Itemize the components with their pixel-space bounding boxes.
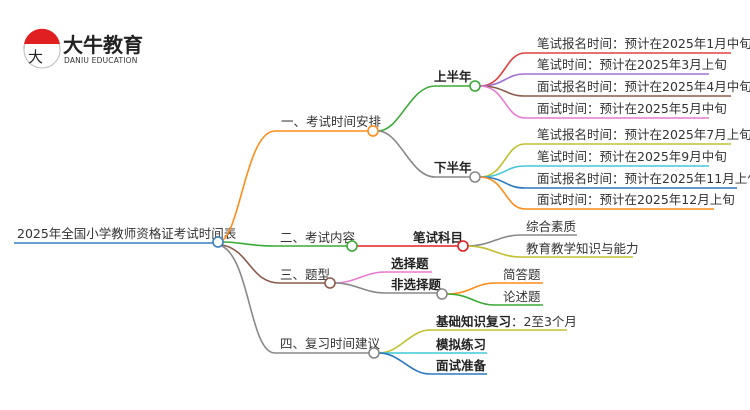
b2-node-toggle[interactable] (346, 240, 358, 252)
leaf-item[interactable]: 笔试报名时间：预计在2025年1月中旬 (537, 36, 750, 51)
root-label[interactable]: 2025年全国小学教师资格证考试时间表 (17, 226, 237, 241)
node-non-choice[interactable]: 非选择题 (391, 277, 442, 292)
written-subjects-node-toggle[interactable] (457, 240, 469, 252)
logo-mark: 大 (28, 48, 43, 66)
leaf-item[interactable]: 笔试时间：预计在2025年3月上旬 (537, 57, 727, 72)
leaf-item[interactable]: 论述题 (503, 289, 541, 304)
leaf-item[interactable]: 综合素质 (526, 219, 576, 234)
first-half-node-toggle[interactable] (469, 80, 481, 92)
branch-review-advice[interactable]: 四、复习时间建议 (280, 336, 381, 351)
leaf-item[interactable]: 基础知识复习：2至3个月 (435, 314, 577, 329)
logo: 大 大牛教育 DANIU EDUCATION (23, 28, 143, 69)
node-choice[interactable]: 选择题 (391, 256, 429, 271)
leaf-item[interactable]: 简答题 (503, 267, 541, 282)
logo-en: DANIU EDUCATION (64, 56, 138, 65)
b4-node-toggle[interactable] (368, 347, 380, 359)
leaf-bold: 基础知识复习 (435, 314, 511, 329)
non-choice-node-toggle[interactable] (436, 288, 448, 300)
branch-question-types[interactable]: 三、题型 (280, 267, 330, 282)
leaf-item[interactable]: 面试时间：预计在2025年12月上旬 (537, 192, 735, 207)
leaf-item[interactable]: 教育教学知识与能力 (526, 241, 639, 256)
branch-exam-content[interactable]: 二、考试内容 (280, 230, 355, 245)
logo-cn: 大牛教育 (63, 33, 143, 57)
b1-node-toggle[interactable] (367, 125, 379, 137)
leaf-item[interactable]: 笔试报名时间：预计在2025年7月上旬 (537, 127, 750, 142)
node-written-subjects[interactable]: 笔试科目 (412, 230, 463, 245)
leaf-item[interactable]: 模拟练习 (436, 337, 486, 352)
leaf-item[interactable]: 面试时间：预计在2025年5月中旬 (537, 101, 727, 116)
leaf-item[interactable]: 面试报名时间：预计在2025年11月上旬 (537, 171, 750, 186)
leaf-item[interactable]: 面试报名时间：预计在2025年4月中旬 (537, 79, 750, 94)
leaf-rest: ：2至3个月 (511, 314, 577, 329)
second-half-node-toggle[interactable] (469, 171, 481, 183)
node-first-half[interactable]: 上半年 (434, 69, 472, 84)
b3-node-toggle[interactable] (324, 277, 336, 289)
root-node-toggle[interactable] (212, 236, 224, 248)
node-second-half[interactable]: 下半年 (434, 160, 472, 175)
leaf-item[interactable]: 面试准备 (436, 358, 487, 373)
leaf-item[interactable]: 笔试时间：预计在2025年9月中旬 (537, 149, 727, 164)
branch-exam-schedule[interactable]: 一、考试时间安排 (281, 114, 382, 129)
